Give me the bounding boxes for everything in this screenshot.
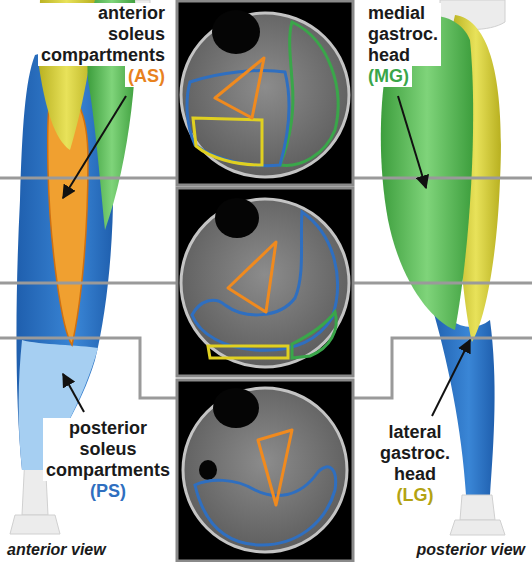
abbreviation-label: (MG) [365, 66, 412, 87]
leg-cross-section [183, 388, 347, 552]
muscle-label: lateral gastroc. head [377, 422, 453, 485]
slice-line [0, 177, 176, 180]
tibia-section [213, 388, 259, 428]
leader-arrow [432, 340, 470, 416]
mri-slice-proximal [177, 1, 353, 185]
leader-arrow [398, 96, 426, 188]
mri-panel [177, 380, 353, 561]
slice-level-lines [0, 178, 532, 398]
mri-panel [177, 188, 353, 376]
lg-outline [193, 118, 262, 165]
abbreviation-label: (PS) [87, 481, 129, 502]
view-label: anterior view [4, 540, 109, 559]
as-outline [215, 58, 264, 118]
foot-bone [10, 515, 60, 534]
foot-bone [450, 520, 505, 535]
abbreviation-label: (LG) [394, 485, 437, 506]
leader-arrow [63, 374, 84, 412]
tibia-section [215, 198, 259, 238]
muscle-label: posterior soleus compartments [43, 418, 173, 481]
mri-slice-middle [177, 188, 353, 376]
mri-panel [177, 1, 353, 185]
mg-outline [292, 312, 336, 358]
muscle-label: medial gastroc. head [365, 3, 441, 66]
muscle-label: anterior soleus compartments [38, 3, 168, 66]
lg-outline [208, 346, 288, 358]
ps-outline [195, 467, 336, 545]
ankle-bone [460, 495, 495, 520]
slice-line [0, 282, 176, 285]
leader-arrow [63, 96, 126, 198]
mri-slice-distal [177, 380, 353, 561]
abbreviation-label: (AS) [125, 66, 168, 87]
slice-line [354, 338, 532, 398]
as-outline [258, 430, 292, 505]
leg-cross-section [181, 13, 349, 177]
as-outline [228, 242, 276, 312]
ps-outline [187, 70, 289, 165]
slice-line [0, 338, 176, 398]
tibia-section [212, 10, 260, 54]
leader-arrows [63, 96, 470, 416]
slice-line [354, 282, 532, 285]
leg-cross-section [181, 199, 349, 367]
slice-line [354, 177, 532, 180]
fibula-section [199, 460, 217, 480]
view-label: posterior view [414, 540, 528, 559]
